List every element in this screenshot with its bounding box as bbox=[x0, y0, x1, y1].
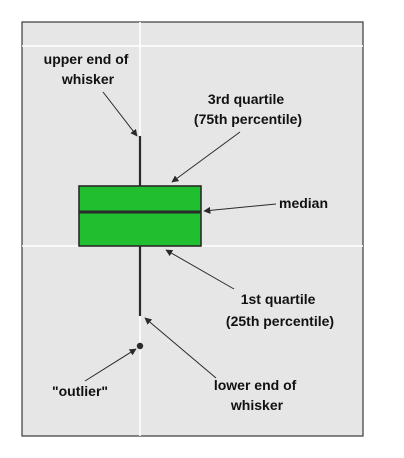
arrow-outlier bbox=[84, 348, 137, 382]
arrow-median bbox=[203, 203, 277, 214]
label-third-quartile: 3rd quartile (75th percentile) bbox=[194, 91, 302, 127]
label-outlier: "outlier" bbox=[52, 383, 108, 399]
arrow-upper-whisker bbox=[102, 91, 138, 137]
label-median: median bbox=[279, 195, 328, 211]
interquartile-box bbox=[78, 185, 202, 247]
label-lower-whisker: lower end of whisker bbox=[214, 377, 300, 413]
label-upper-whisker: upper end of whisker bbox=[44, 51, 133, 87]
arrow-lower-whisker bbox=[144, 317, 217, 379]
arrow-first-quartile bbox=[165, 249, 235, 290]
arrow-third-quartile bbox=[171, 131, 241, 183]
label-first-quartile: 1st quartile (25th percentile) bbox=[226, 291, 334, 329]
outlier-point bbox=[136, 342, 144, 350]
annotation-arrows bbox=[84, 91, 277, 382]
